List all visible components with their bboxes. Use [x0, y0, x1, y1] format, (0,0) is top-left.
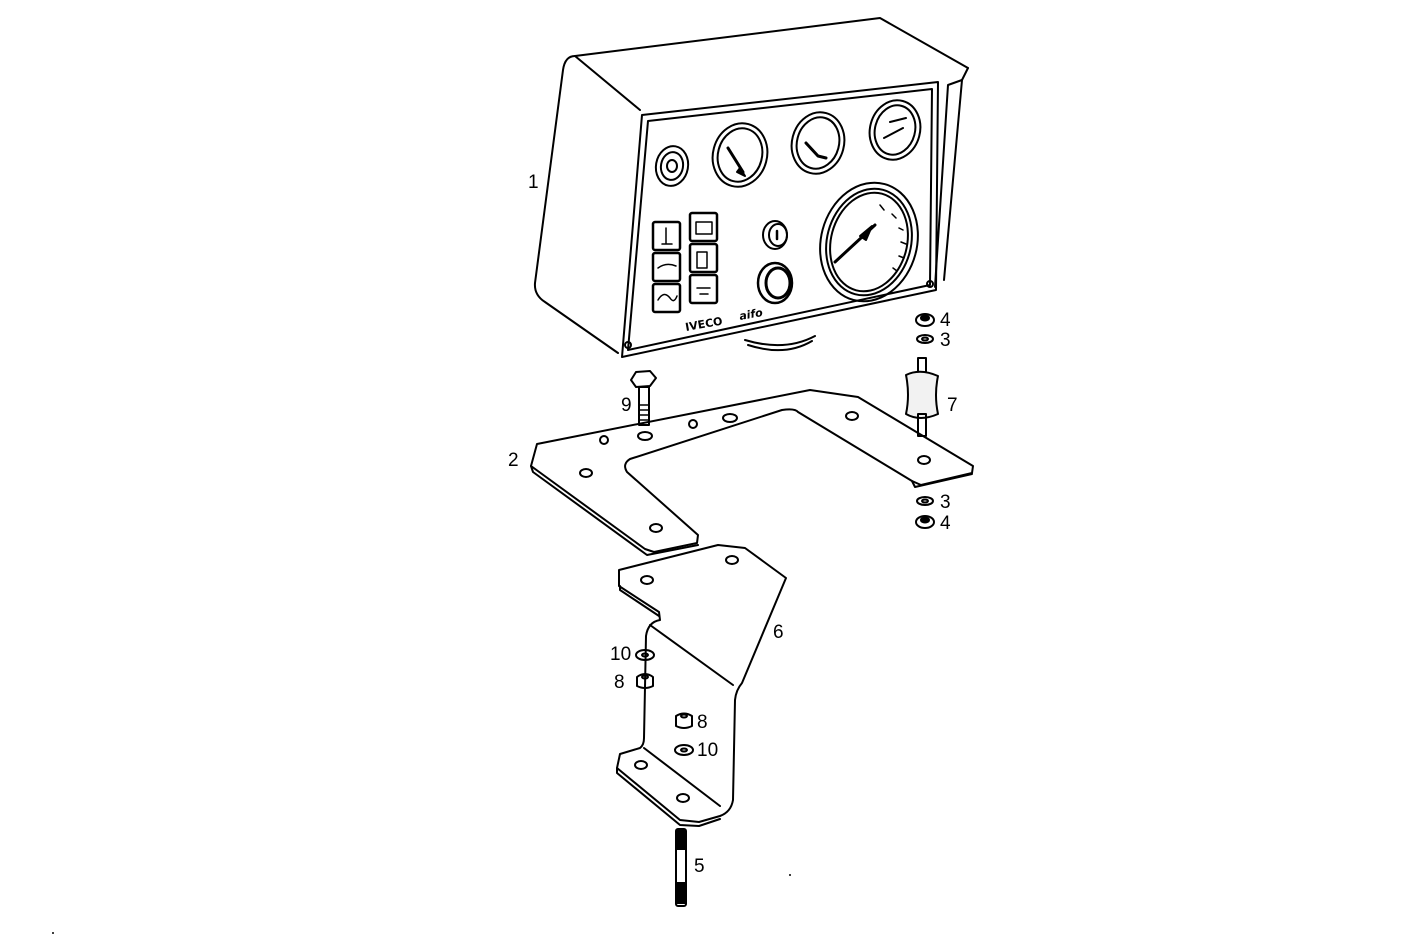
callout-1: 1	[528, 172, 539, 193]
warning-lights-panel	[651, 211, 719, 314]
washer-nut-right	[674, 712, 694, 756]
gauge-icon	[790, 111, 846, 175]
callout-10-left: 10	[610, 644, 632, 665]
washer-nut-left	[635, 649, 655, 689]
mounting-plate	[530, 389, 974, 556]
callout-2: 2	[508, 450, 519, 471]
bolt	[630, 370, 657, 426]
instrument-panel-housing	[533, 17, 969, 358]
callout-3-bottom: 3	[940, 492, 951, 513]
nut-washer-stack-bottom	[915, 496, 935, 529]
indicator-lamp-icon	[762, 220, 788, 250]
callout-4-top: 4	[940, 310, 951, 331]
charge-warning-icon	[688, 273, 719, 305]
rubber-mount	[905, 357, 939, 437]
aifo-logo: aifo	[738, 306, 764, 323]
callout-8-right: 8	[697, 712, 708, 733]
callout-8-left: 8	[614, 672, 625, 693]
temperature-warning-icon	[651, 220, 682, 252]
callout-5: 5	[694, 856, 705, 877]
callout-4-bottom: 4	[940, 513, 951, 534]
callout-9: 9	[621, 395, 632, 416]
callout-6: 6	[773, 622, 784, 643]
nut-washer-stack-top	[915, 313, 935, 344]
stud	[675, 828, 687, 907]
iveco-logo: IVECO	[684, 315, 723, 334]
support-bracket	[616, 544, 787, 827]
fuel-warning-icon	[688, 242, 719, 274]
callout-3-top: 3	[940, 330, 951, 351]
push-button-icon	[756, 261, 794, 305]
tachometer-icon	[819, 181, 919, 303]
callout-7: 7	[947, 395, 958, 416]
preheat-warning-icon	[651, 282, 682, 314]
gauge-icon	[868, 99, 922, 161]
ignition-switch-icon	[654, 145, 690, 187]
oil-warning-icon	[651, 251, 682, 283]
callout-10-right: 10	[697, 740, 719, 761]
gauge-icon	[711, 122, 769, 188]
battery-warning-icon	[688, 211, 719, 243]
